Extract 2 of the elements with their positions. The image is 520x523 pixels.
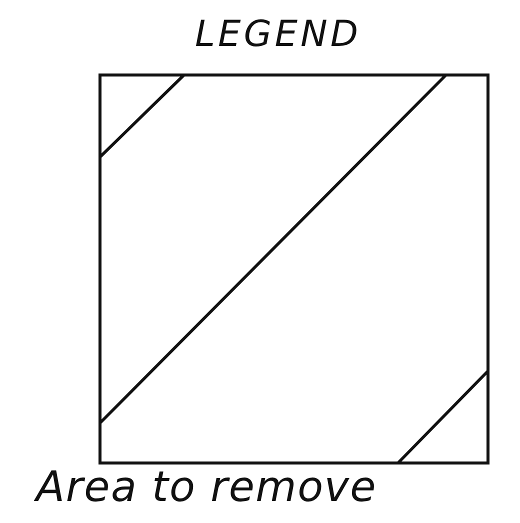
legend-text: Area to remove	[36, 462, 377, 511]
legend-title: LEGEND	[195, 14, 362, 55]
